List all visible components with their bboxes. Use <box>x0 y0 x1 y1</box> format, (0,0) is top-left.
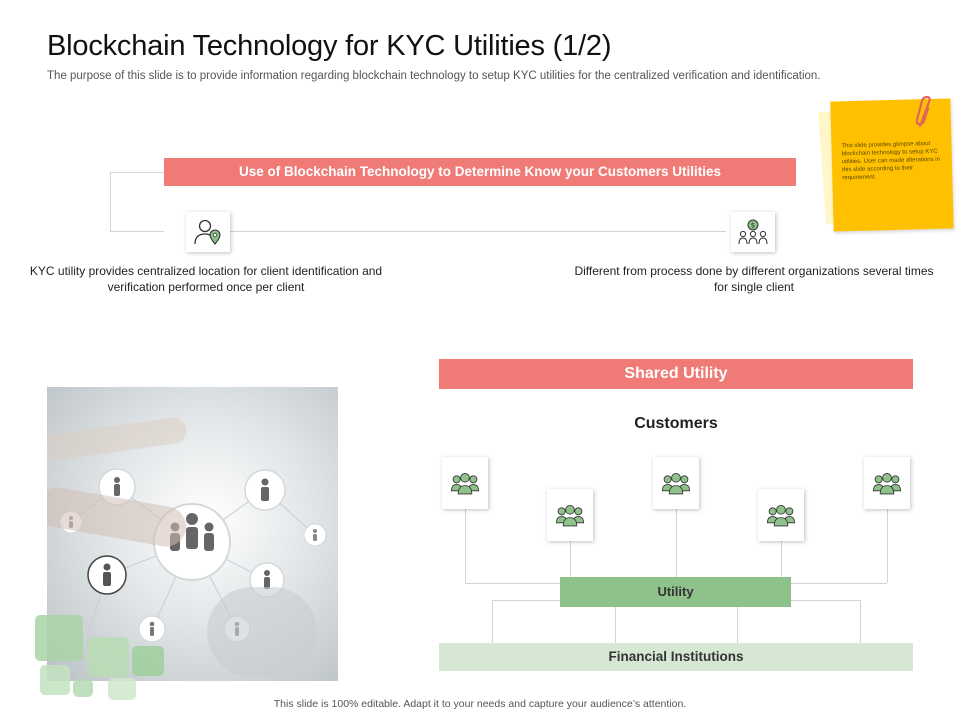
customer-group-icon <box>442 457 488 509</box>
connector-customer-2 <box>570 541 571 577</box>
connector-customer-4 <box>781 541 782 577</box>
right-description: Different from process done by different… <box>574 264 934 294</box>
connector-left-horizontal <box>465 583 560 584</box>
shared-utility-banner: Shared Utility <box>439 359 913 389</box>
customer-group-icon <box>547 489 593 541</box>
connector-left <box>110 172 164 232</box>
left-description: KYC utility provides centralized locatio… <box>29 264 383 294</box>
footer-note: This slide is 100% editable. Adapt it to… <box>273 698 687 710</box>
connector-customer-1 <box>465 509 466 583</box>
connector-fin-2 <box>615 607 616 643</box>
customer-group-icon <box>653 457 699 509</box>
financial-institutions-box: Financial Institutions <box>439 643 913 671</box>
connector-fin-4 <box>860 600 861 643</box>
decorative-squares <box>30 612 170 702</box>
user-location-icon <box>186 212 230 252</box>
utility-box: Utility <box>560 577 791 607</box>
sticky-note-text: This slide provides glimpse about blockc… <box>841 140 941 182</box>
slide-title: Blockchain Technology for KYC Utilities … <box>47 30 612 62</box>
customer-group-icon <box>758 489 804 541</box>
group-money-icon: $ <box>731 212 775 252</box>
customers-label: Customers <box>634 415 718 432</box>
connector-right-horizontal <box>791 583 887 584</box>
connector-fin-1 <box>492 600 493 643</box>
kyc-banner: Use of Blockchain Technology to Determin… <box>164 158 796 186</box>
connector-middle <box>230 231 726 232</box>
connector-customer-5 <box>887 509 888 583</box>
connector-fin-3 <box>737 607 738 643</box>
slide-subtitle: The purpose of this slide is to provide … <box>47 70 821 82</box>
svg-text:$: $ <box>751 222 755 230</box>
paperclip-icon <box>915 96 931 128</box>
connector-fin-left-top <box>492 600 560 601</box>
connector-customer-3 <box>676 509 677 577</box>
connector-fin-right-top <box>791 600 860 601</box>
network-people-photo <box>47 387 338 681</box>
customer-group-icon <box>864 457 910 509</box>
